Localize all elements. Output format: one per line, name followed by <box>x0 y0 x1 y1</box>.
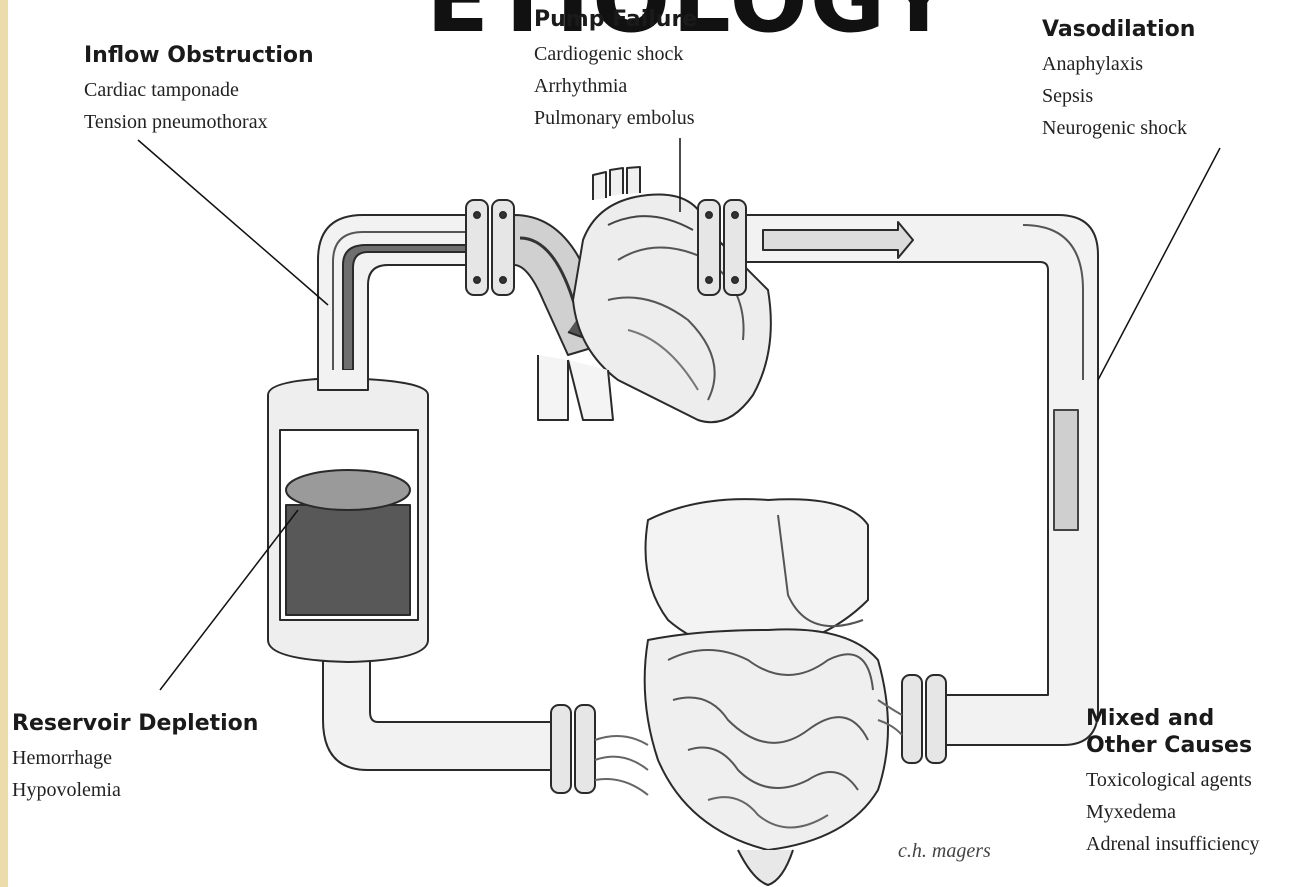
category-inflow-obstruction: Inflow Obstruction Cardiac tamponade Ten… <box>84 42 314 138</box>
category-heading: Vasodilation <box>1042 16 1195 43</box>
category-heading: Reservoir Depletion <box>12 710 258 737</box>
cause-item: Anaphylaxis <box>1042 48 1195 80</box>
cause-item: Sepsis <box>1042 80 1195 112</box>
category-pump-failure: Pump Failure Cardiogenic shock Arrhythmi… <box>534 6 697 134</box>
category-mixed-other: Mixed and Other Causes Toxicological age… <box>1086 705 1259 860</box>
category-vasodilation: Vasodilation Anaphylaxis Sepsis Neurogen… <box>1042 16 1195 144</box>
cause-item: Adrenal insufficiency <box>1086 828 1259 860</box>
leader-vasodilation <box>1098 148 1220 380</box>
liver <box>646 499 869 650</box>
diagram-panel: ETIOLOGY <box>8 0 1306 887</box>
cause-item: Tension pneumothorax <box>84 106 314 138</box>
venous-pipe <box>323 660 553 770</box>
cause-item: Myxedema <box>1086 796 1259 828</box>
category-heading-line: Other Causes <box>1086 732 1259 759</box>
reservoir-fluid <box>286 505 410 615</box>
cause-item: Toxicological agents <box>1086 764 1259 796</box>
cause-item: Pulmonary embolus <box>534 102 697 134</box>
category-heading-line: Mixed and <box>1086 705 1259 732</box>
cause-item: Hypovolemia <box>12 774 258 806</box>
category-heading: Pump Failure <box>534 6 697 33</box>
cause-item: Cardiogenic shock <box>534 38 697 70</box>
intestines <box>645 629 888 850</box>
category-reservoir-depletion: Reservoir Depletion Hemorrhage Hypovolem… <box>12 710 258 806</box>
cause-item: Hemorrhage <box>12 742 258 774</box>
category-heading: Inflow Obstruction <box>84 42 314 69</box>
cause-item: Cardiac tamponade <box>84 74 314 106</box>
leader-inflow <box>138 140 328 305</box>
artist-signature: c.h. magers <box>898 840 991 863</box>
cause-item: Neurogenic shock <box>1042 112 1195 144</box>
cause-item: Arrhythmia <box>534 70 697 102</box>
